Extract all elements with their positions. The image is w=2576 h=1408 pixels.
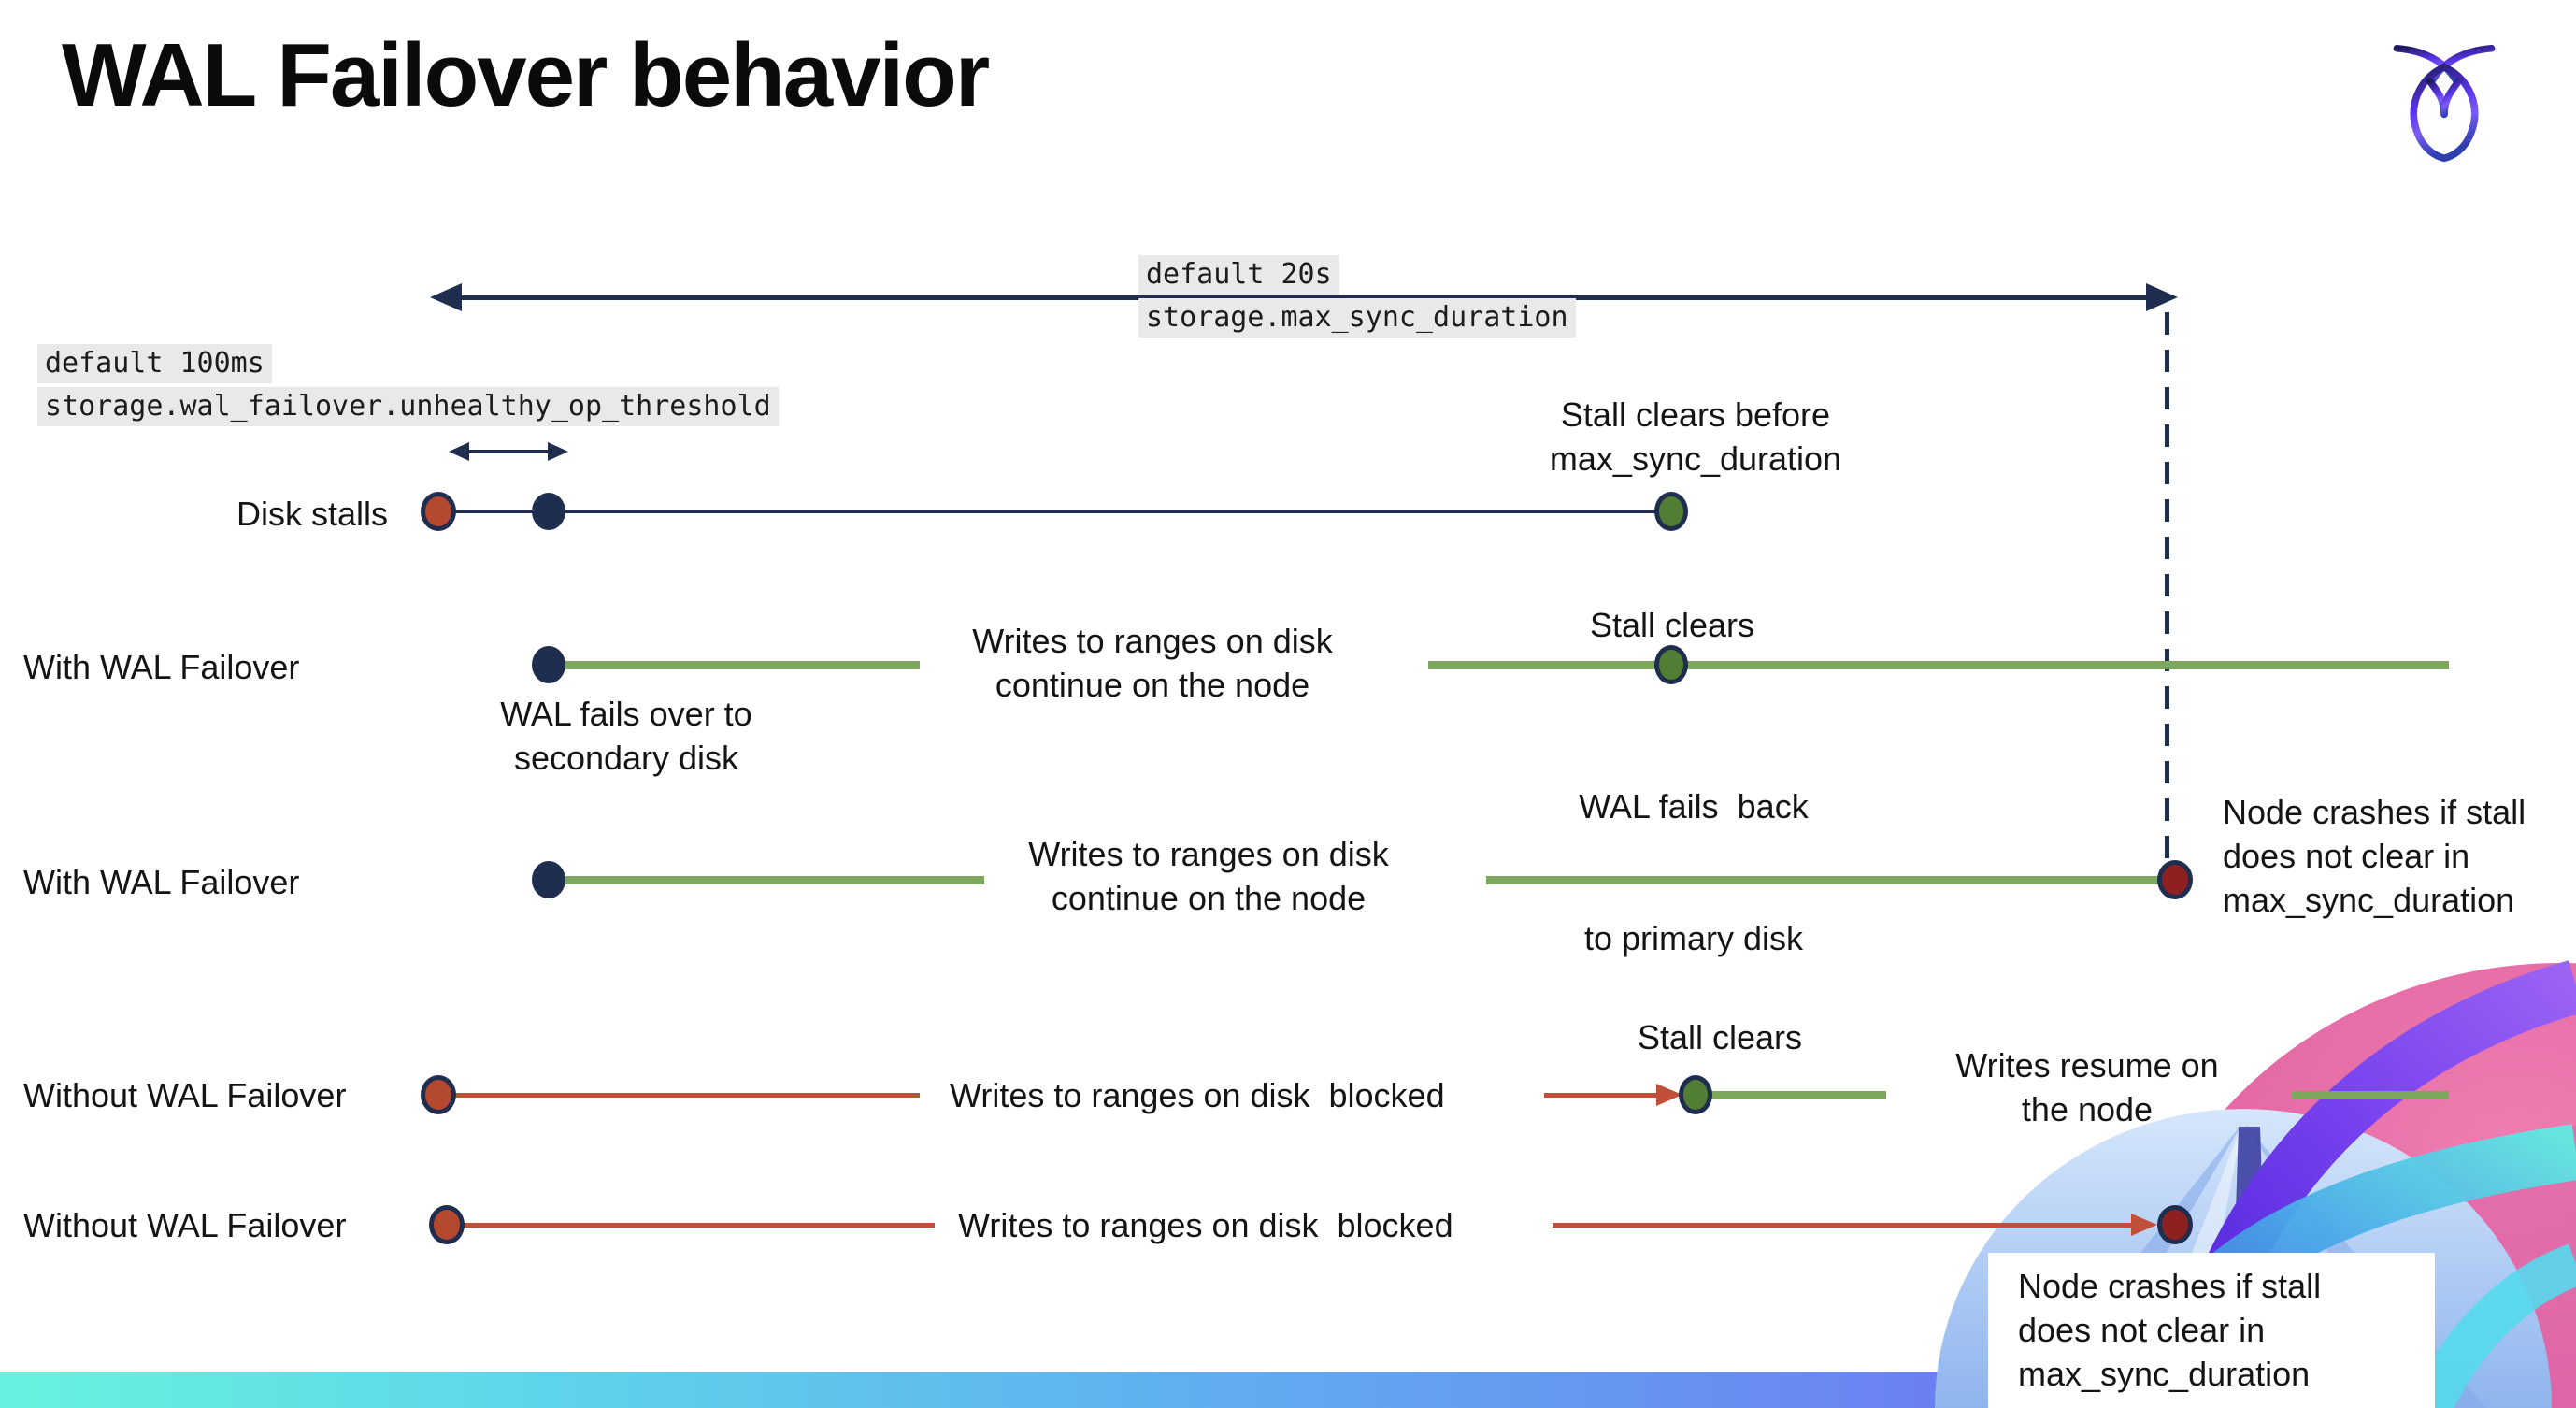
unhealthy-op-threshold-label: default 100ms storage.wal_failover.unhea… [37, 344, 779, 430]
crash-arrow-line-row5 [1553, 1223, 2132, 1228]
writes-blocked-label-row4: Writes to ranges on disk blocked [950, 1076, 1445, 1114]
stall-arrow-head-row4-icon [1656, 1084, 1682, 1106]
node-crash-dot-row5 [2157, 1205, 2193, 1244]
writes-blocked-line-row5 [462, 1223, 935, 1228]
node-crashes-label-row3: Node crashes if stall does not clear in … [2223, 793, 2526, 919]
crash-arrow-head-row5-icon [2131, 1214, 2157, 1236]
max-sync-deadline-dashed-line [2165, 312, 2169, 866]
writes-blocked-line-row4 [453, 1093, 920, 1098]
writes-continue-label-row3: Writes to ranges on disk continue on the… [1028, 835, 1389, 917]
writes-continue-line-c [1684, 661, 2449, 669]
failover-dot [532, 646, 565, 683]
stall-clears-dot-row2 [1654, 645, 1688, 684]
wal-fails-over-label: WAL fails over to secondary disk [500, 695, 752, 777]
writes-resume-line-row4-a [1709, 1091, 1886, 1099]
stall-clears-dot-row4 [1679, 1075, 1712, 1114]
failover-threshold-dot [532, 493, 565, 530]
stall-clears-dot [1654, 492, 1688, 531]
row-label-without-wal-failover: Without WAL Failover [23, 1076, 347, 1114]
crash-callout-text: Node crashes if stall does not clear in … [2018, 1267, 2322, 1393]
writes-continue-label: Writes to ranges on disk continue on the… [972, 622, 1333, 704]
max-sync-default-value: default 20s [1138, 255, 1339, 295]
crash-callout-box: Node crashes if stall does not clear in … [1988, 1253, 2435, 1408]
row-label-with-wal-failover-2: With WAL Failover [23, 863, 300, 901]
arrow-left-head-icon [430, 283, 462, 311]
threshold-arrow-line [463, 450, 552, 453]
writes-continue-line-a [561, 661, 920, 669]
node-crash-dot-row3 [2157, 860, 2193, 899]
stall-clears-label-row2: Stall clears [1589, 606, 1755, 644]
page-title: WAL Failover behavior [62, 25, 990, 125]
disk-stalls-timeline [438, 510, 1671, 513]
unhealthy-op-default-value: default 100ms [37, 344, 272, 383]
max-sync-duration-label: default 20s storage.max_sync_duration [1138, 255, 1576, 341]
wal-fails-back-label: WAL fails back to primary disk [1579, 787, 1809, 957]
writes-continue-line-b [1428, 661, 1664, 669]
failover-dot-row3 [532, 861, 565, 898]
max-sync-duration-arrow-line [447, 295, 2161, 300]
cockroachdb-logo-icon [2393, 44, 2496, 163]
writes-blocked-label-row5: Writes to ranges on disk blocked [958, 1206, 1453, 1244]
row-label-with-wal-failover: With WAL Failover [23, 648, 300, 686]
stall-clears-before-label: Stall clears before max_sync_duration [1549, 395, 1842, 478]
writes-resume-label: Writes resume on the node [1955, 1046, 2219, 1128]
disk-stall-dot-row5 [429, 1205, 465, 1244]
unhealthy-op-setting-name: storage.wal_failover.unhealthy_op_thresh… [37, 387, 779, 426]
max-sync-setting-name: storage.max_sync_duration [1138, 298, 1576, 338]
arrow-right-head-icon [2146, 283, 2178, 311]
stall-clears-label-row4: Stall clears [1637, 1018, 1803, 1056]
threshold-arrow-right-head-icon [548, 442, 568, 461]
disk-stall-start-dot [421, 492, 456, 531]
writes-resume-line-row4-b [2292, 1091, 2449, 1099]
row-label-without-wal-failover-2: Without WAL Failover [23, 1206, 347, 1244]
stall-arrow-line-row4 [1544, 1093, 1658, 1098]
threshold-arrow-left-head-icon [449, 442, 469, 461]
writes-continue-line-row3-a [561, 876, 984, 884]
cyan-arc [2411, 1243, 2576, 1408]
disk-stall-dot-row4 [421, 1075, 456, 1114]
row-label-disk-stalls: Disk stalls [236, 495, 388, 533]
writes-continue-line-row3-b [1486, 876, 2159, 884]
